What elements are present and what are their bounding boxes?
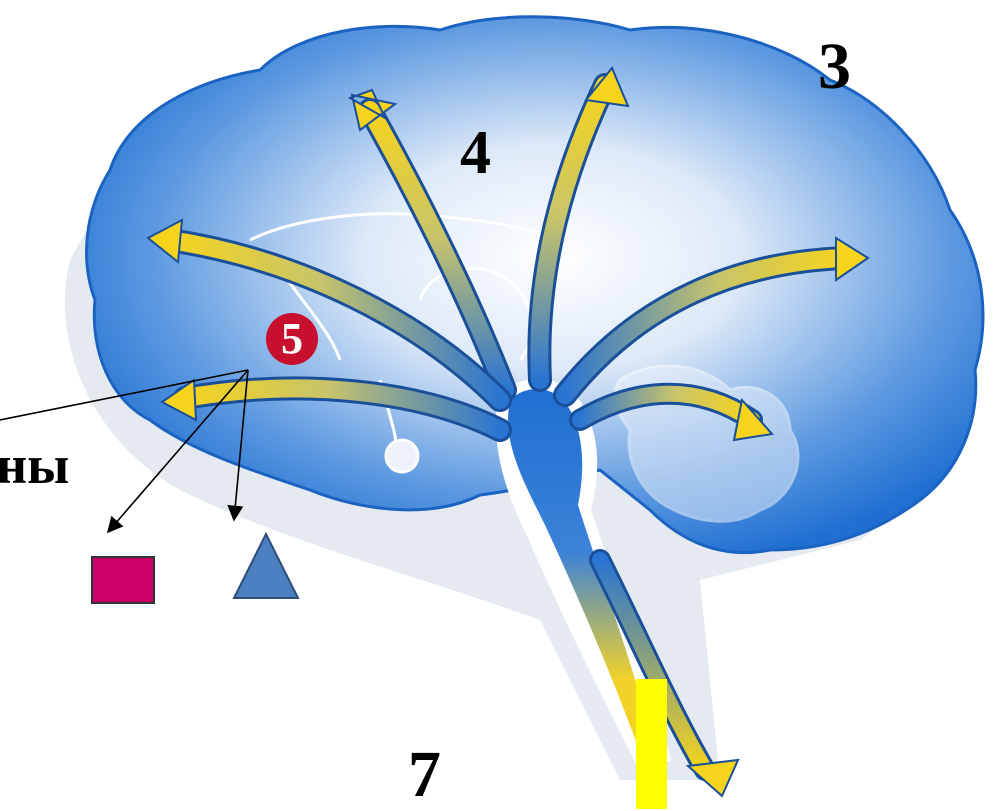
label-5-badge: 5 <box>266 313 318 365</box>
label-4: 4 <box>460 122 491 184</box>
triangle-shape <box>234 534 298 598</box>
partial-word-label: ны <box>0 438 69 492</box>
square-shape <box>91 556 155 604</box>
label-3: 3 <box>818 34 851 100</box>
yellow-bar <box>636 679 667 809</box>
label-7: 7 <box>408 742 441 808</box>
